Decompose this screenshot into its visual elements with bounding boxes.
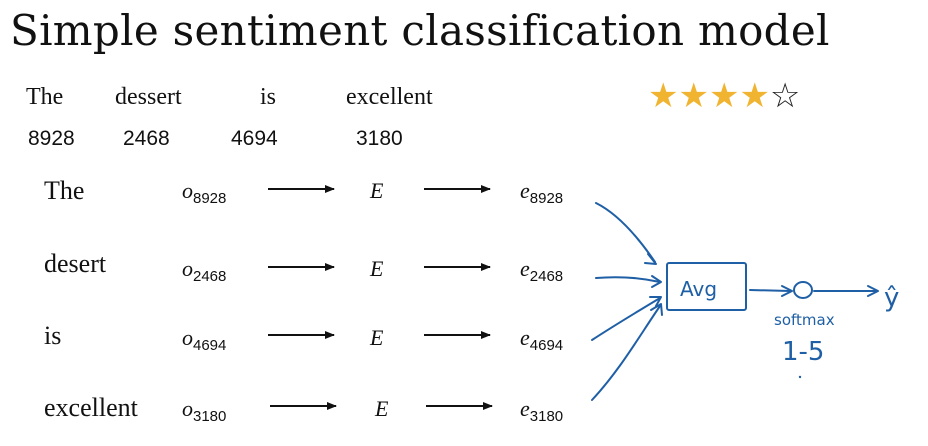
row-word-2: desert [44, 249, 107, 278]
hand-arrowhead-4 [650, 303, 663, 316]
ink-dot [798, 375, 802, 379]
yhat-label: ŷ [884, 283, 899, 313]
embedding-vector-3: e4694 [520, 325, 564, 354]
hand-arrowhead-5 [781, 285, 793, 297]
hand-arrowhead-2 [651, 275, 662, 288]
hand-arrowhead-1 [644, 253, 657, 265]
embedding-vector-1: e8928 [520, 178, 564, 207]
empty-star-icon: ☆ [769, 76, 801, 116]
row-word-1: The [44, 176, 85, 205]
word-index-3: 4694 [231, 127, 278, 150]
star-rating: ★★★★☆ [648, 76, 800, 116]
embedding-matrix-2: E [370, 256, 384, 281]
sentence-word-1: The [26, 84, 64, 110]
embedding-matrix-4: E [375, 396, 389, 421]
row-word-3: is [44, 321, 62, 350]
word-index-4: 3180 [356, 127, 403, 150]
softmax-label: softmax [774, 311, 835, 329]
sentence-word-2: dessert [115, 84, 182, 110]
hand-arrowhead-3 [649, 296, 662, 307]
onehot-vector-4: o3180 [182, 396, 227, 425]
slide-title: Simple sentiment classification model [10, 6, 830, 55]
sentence-word-3: is [260, 84, 277, 110]
onehot-vector-3: o4694 [182, 325, 227, 354]
hand-arrowhead-6 [867, 285, 879, 297]
hand-arrow-e3-to-avg [591, 297, 661, 341]
hand-arrow-e1-to-avg [595, 202, 656, 263]
embedding-vector-4: e3180 [520, 396, 564, 425]
class-range-label: 1-5 [782, 337, 824, 367]
avg-box [666, 262, 747, 311]
row-word-4: excellent [44, 393, 138, 422]
avg-label: Avg [680, 277, 717, 301]
hand-arrow-e2-to-avg [595, 276, 661, 283]
sentence-word-4: excellent [346, 84, 433, 110]
embedding-vector-2: e2468 [520, 256, 564, 285]
word-index-2: 2468 [123, 127, 170, 150]
output-node [793, 281, 813, 299]
hand-arrow-e4-to-avg [591, 305, 661, 401]
filled-stars-icon: ★★★★ [648, 76, 770, 116]
hand-arrow-avg-to-output [749, 289, 791, 292]
embedding-matrix-3: E [370, 325, 384, 350]
word-index-1: 8928 [28, 127, 75, 150]
onehot-vector-2: o2468 [182, 256, 227, 285]
embedding-matrix-1: E [370, 178, 384, 203]
onehot-vector-1: o8928 [182, 178, 227, 207]
